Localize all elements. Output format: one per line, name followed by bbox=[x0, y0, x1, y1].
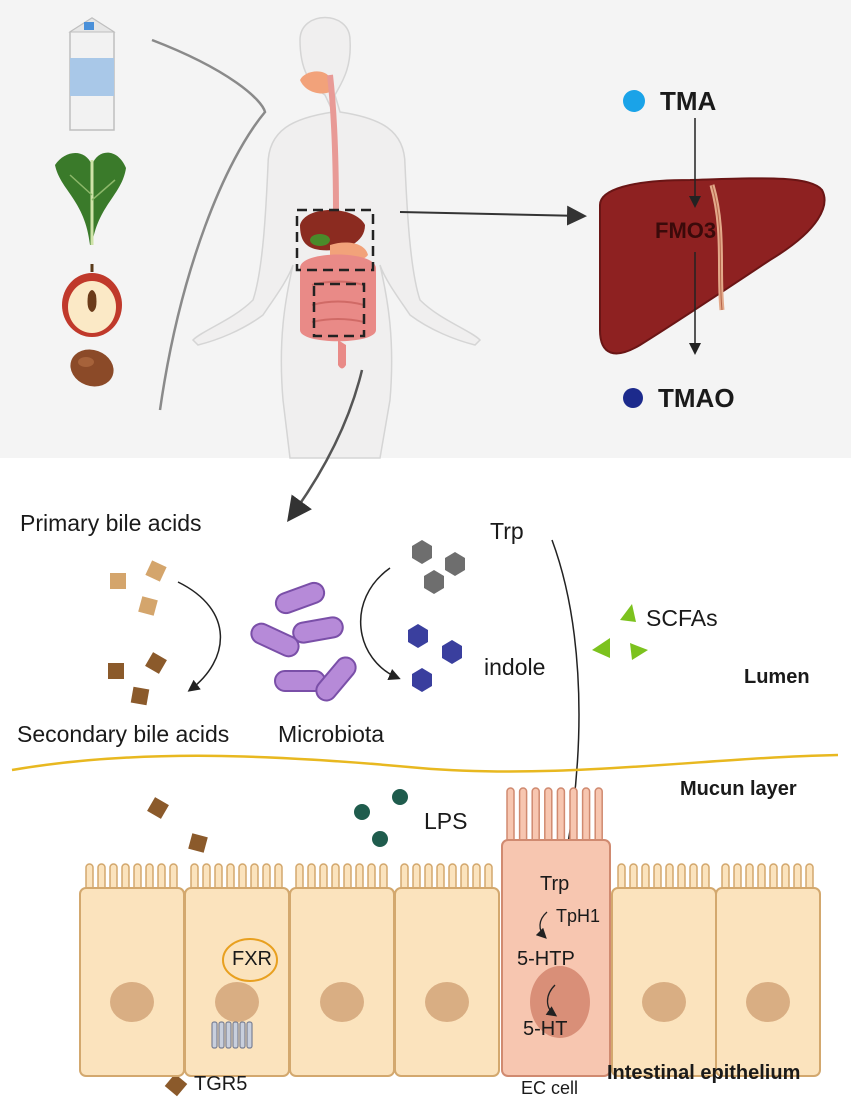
tph1-label: TpH1 bbox=[556, 906, 601, 926]
secondary-bile-acid-squares bbox=[108, 652, 167, 706]
bile-conversion-arrow bbox=[177, 581, 222, 692]
epithelial-cell bbox=[79, 863, 185, 1077]
ec-trp-label: Trp bbox=[540, 873, 570, 895]
indole-label: indole bbox=[484, 654, 546, 680]
ec-cell bbox=[501, 787, 611, 1077]
mucus-boundary-line bbox=[11, 753, 839, 773]
ec-villus bbox=[556, 787, 566, 847]
nut-icon bbox=[70, 349, 114, 387]
epithelial-cell bbox=[289, 863, 395, 1077]
trp-label: Trp bbox=[490, 518, 524, 544]
mucus-layer-label: Mucun layer bbox=[680, 778, 797, 800]
trp-hexagons bbox=[412, 540, 465, 594]
lumen-region-label: Lumen bbox=[744, 666, 810, 688]
epithelial-cells bbox=[79, 863, 821, 1077]
epithelial-cell bbox=[394, 863, 500, 1077]
apple-icon bbox=[62, 264, 122, 337]
tmao-label: TMAO bbox=[658, 383, 735, 413]
microbiota-label: Microbiota bbox=[278, 721, 385, 747]
spinach-icon bbox=[55, 152, 126, 245]
scfa-triangles bbox=[592, 604, 648, 660]
fmo3-label: FMO3 bbox=[655, 218, 717, 243]
tma-dot bbox=[623, 90, 645, 112]
food-bracket-line bbox=[151, 38, 267, 411]
ec-villus bbox=[544, 787, 553, 847]
ec-villus bbox=[581, 787, 591, 847]
fxr-receptor bbox=[222, 938, 278, 982]
primary-bile-acids-label: Primary bile acids bbox=[20, 510, 202, 536]
ec-villus bbox=[506, 787, 515, 847]
liver-icon bbox=[599, 177, 826, 355]
ec-villus bbox=[569, 787, 578, 847]
indole-hexagons bbox=[408, 624, 462, 692]
human-body-icon bbox=[191, 16, 482, 459]
lps-dots bbox=[354, 789, 408, 847]
epithelial-cell bbox=[611, 863, 717, 1077]
milk-carton-icon bbox=[68, 17, 116, 131]
secondary-bile-acids-label: Secondary bile acids bbox=[17, 721, 230, 747]
ec-villus bbox=[594, 787, 603, 847]
fxr-label: FXR bbox=[232, 948, 272, 970]
5-ht-label: 5-HT bbox=[523, 1018, 568, 1040]
body-to-lumen-arrow bbox=[287, 369, 364, 523]
body-to-liver-arrow bbox=[399, 205, 587, 226]
intestinal-epithelium-label: Intestinal epithelium bbox=[607, 1062, 801, 1084]
ec-cell-label: EC cell bbox=[521, 1078, 579, 1098]
tgr5-label: TGR5 bbox=[194, 1073, 248, 1095]
tgr5-receptor-icon bbox=[211, 1021, 253, 1049]
epithelial-cell bbox=[715, 863, 821, 1077]
lps-label: LPS bbox=[424, 808, 468, 834]
primary-bile-acid-squares bbox=[110, 560, 167, 616]
5-htp-label: 5-HTP bbox=[517, 948, 575, 970]
ec-villus bbox=[531, 787, 540, 847]
trp-to-indole-arrow bbox=[359, 567, 401, 681]
ec-villus bbox=[518, 787, 528, 847]
tmao-dot bbox=[623, 388, 643, 408]
tma-label: TMA bbox=[660, 86, 717, 116]
microbiota-icon bbox=[250, 581, 357, 702]
epithelial-cell bbox=[184, 863, 290, 1077]
scfas-label: SCFAs bbox=[646, 605, 718, 631]
